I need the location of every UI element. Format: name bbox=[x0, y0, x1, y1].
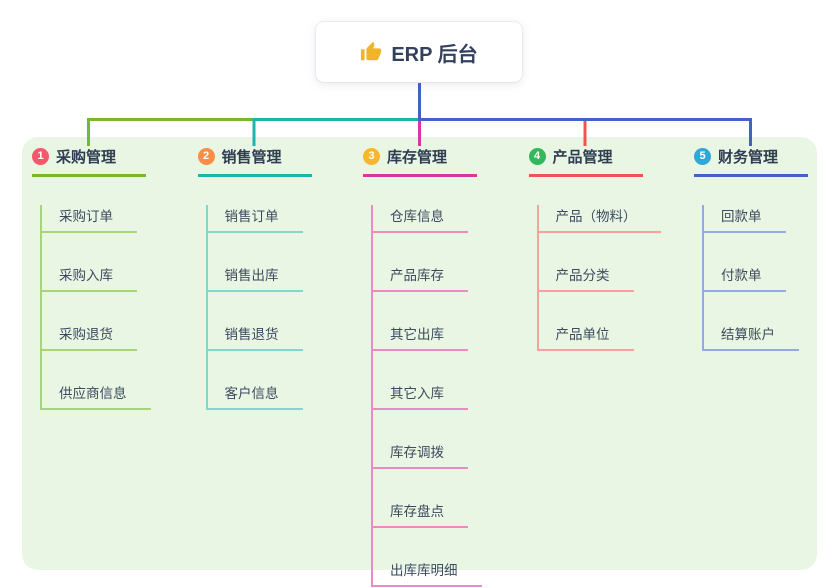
child-node[interactable]: 仓库信息 bbox=[373, 205, 468, 233]
child-node[interactable]: 销售出库 bbox=[207, 264, 303, 292]
child-node[interactable]: 付款单 bbox=[704, 264, 786, 292]
child-node[interactable]: 出库库明细 bbox=[373, 559, 482, 587]
child-node[interactable]: 供应商信息 bbox=[42, 382, 151, 410]
child-node[interactable]: 产品分类 bbox=[538, 264, 634, 292]
child-node[interactable]: 产品（物料） bbox=[538, 205, 661, 233]
root-node[interactable]: ERP 后台 bbox=[316, 22, 522, 82]
branch-index-badge: 1 bbox=[32, 148, 49, 165]
branch-label: 财务管理 bbox=[718, 149, 779, 166]
root-node-label: ERP 后台 bbox=[391, 43, 478, 66]
branch-2-children: 销售订单销售出库销售退货客户信息 bbox=[205, 205, 358, 410]
child-node[interactable]: 采购订单 bbox=[42, 205, 137, 233]
branch-1-children: 采购订单采购入库采购退货供应商信息 bbox=[40, 205, 192, 410]
branch-4-header[interactable]: 4 产品管理 bbox=[528, 146, 643, 177]
child-node[interactable]: 采购退货 bbox=[42, 323, 137, 351]
child-node[interactable]: 销售退货 bbox=[207, 323, 303, 351]
branch-index-badge: 3 bbox=[363, 148, 380, 165]
branch-index-badge: 2 bbox=[197, 148, 215, 165]
branch-2-header[interactable]: 2 销售管理 bbox=[197, 146, 312, 177]
child-node[interactable]: 客户信息 bbox=[207, 382, 303, 410]
child-node[interactable]: 采购入库 bbox=[42, 264, 137, 292]
branch-label: 采购管理 bbox=[56, 149, 117, 166]
child-node[interactable]: 库存调拨 bbox=[373, 441, 468, 469]
thumbs-up-icon bbox=[360, 41, 382, 63]
child-node[interactable]: 产品单位 bbox=[538, 323, 634, 351]
branch-3-children: 仓库信息产品库存其它出库其它入库库存调拨库存盘点出库库明细 bbox=[371, 205, 523, 587]
branch-label: 库存管理 bbox=[387, 149, 448, 166]
branch-1-header[interactable]: 1 采购管理 bbox=[32, 146, 146, 177]
branch-3-header[interactable]: 3 库存管理 bbox=[363, 146, 477, 177]
child-node[interactable]: 其它入库 bbox=[373, 382, 468, 410]
branch-4: 4 产品管理产品（物料） 产品分类产品单位 bbox=[528, 146, 689, 351]
child-node[interactable]: 结算账户 bbox=[704, 323, 799, 351]
branch-label: 产品管理 bbox=[552, 149, 613, 166]
branch-2: 2 销售管理销售订单销售出库销售退货客户信息 bbox=[197, 146, 358, 410]
child-node[interactable]: 产品库存 bbox=[373, 264, 468, 292]
child-node[interactable]: 其它出库 bbox=[373, 323, 468, 351]
branch-5: 5 财务管理回款单付款单结算账户 bbox=[694, 146, 839, 351]
branch-index-badge: 4 bbox=[528, 148, 546, 165]
mindmap-panel bbox=[22, 137, 817, 570]
branch-3: 3 库存管理仓库信息产品库存其它出库其它入库库存调拨库存盘点出库库明细 bbox=[363, 146, 523, 587]
child-node[interactable]: 销售订单 bbox=[207, 205, 303, 233]
branch-4-children: 产品（物料） 产品分类产品单位 bbox=[536, 205, 689, 351]
branch-index-badge: 5 bbox=[694, 148, 711, 165]
child-node[interactable]: 回款单 bbox=[704, 205, 786, 233]
branch-5-children: 回款单付款单结算账户 bbox=[702, 205, 839, 351]
branch-5-header[interactable]: 5 财务管理 bbox=[694, 146, 808, 177]
branch-1: 1 采购管理采购订单采购入库采购退货供应商信息 bbox=[32, 146, 192, 410]
branch-label: 销售管理 bbox=[221, 149, 282, 166]
child-node[interactable]: 库存盘点 bbox=[373, 500, 468, 528]
